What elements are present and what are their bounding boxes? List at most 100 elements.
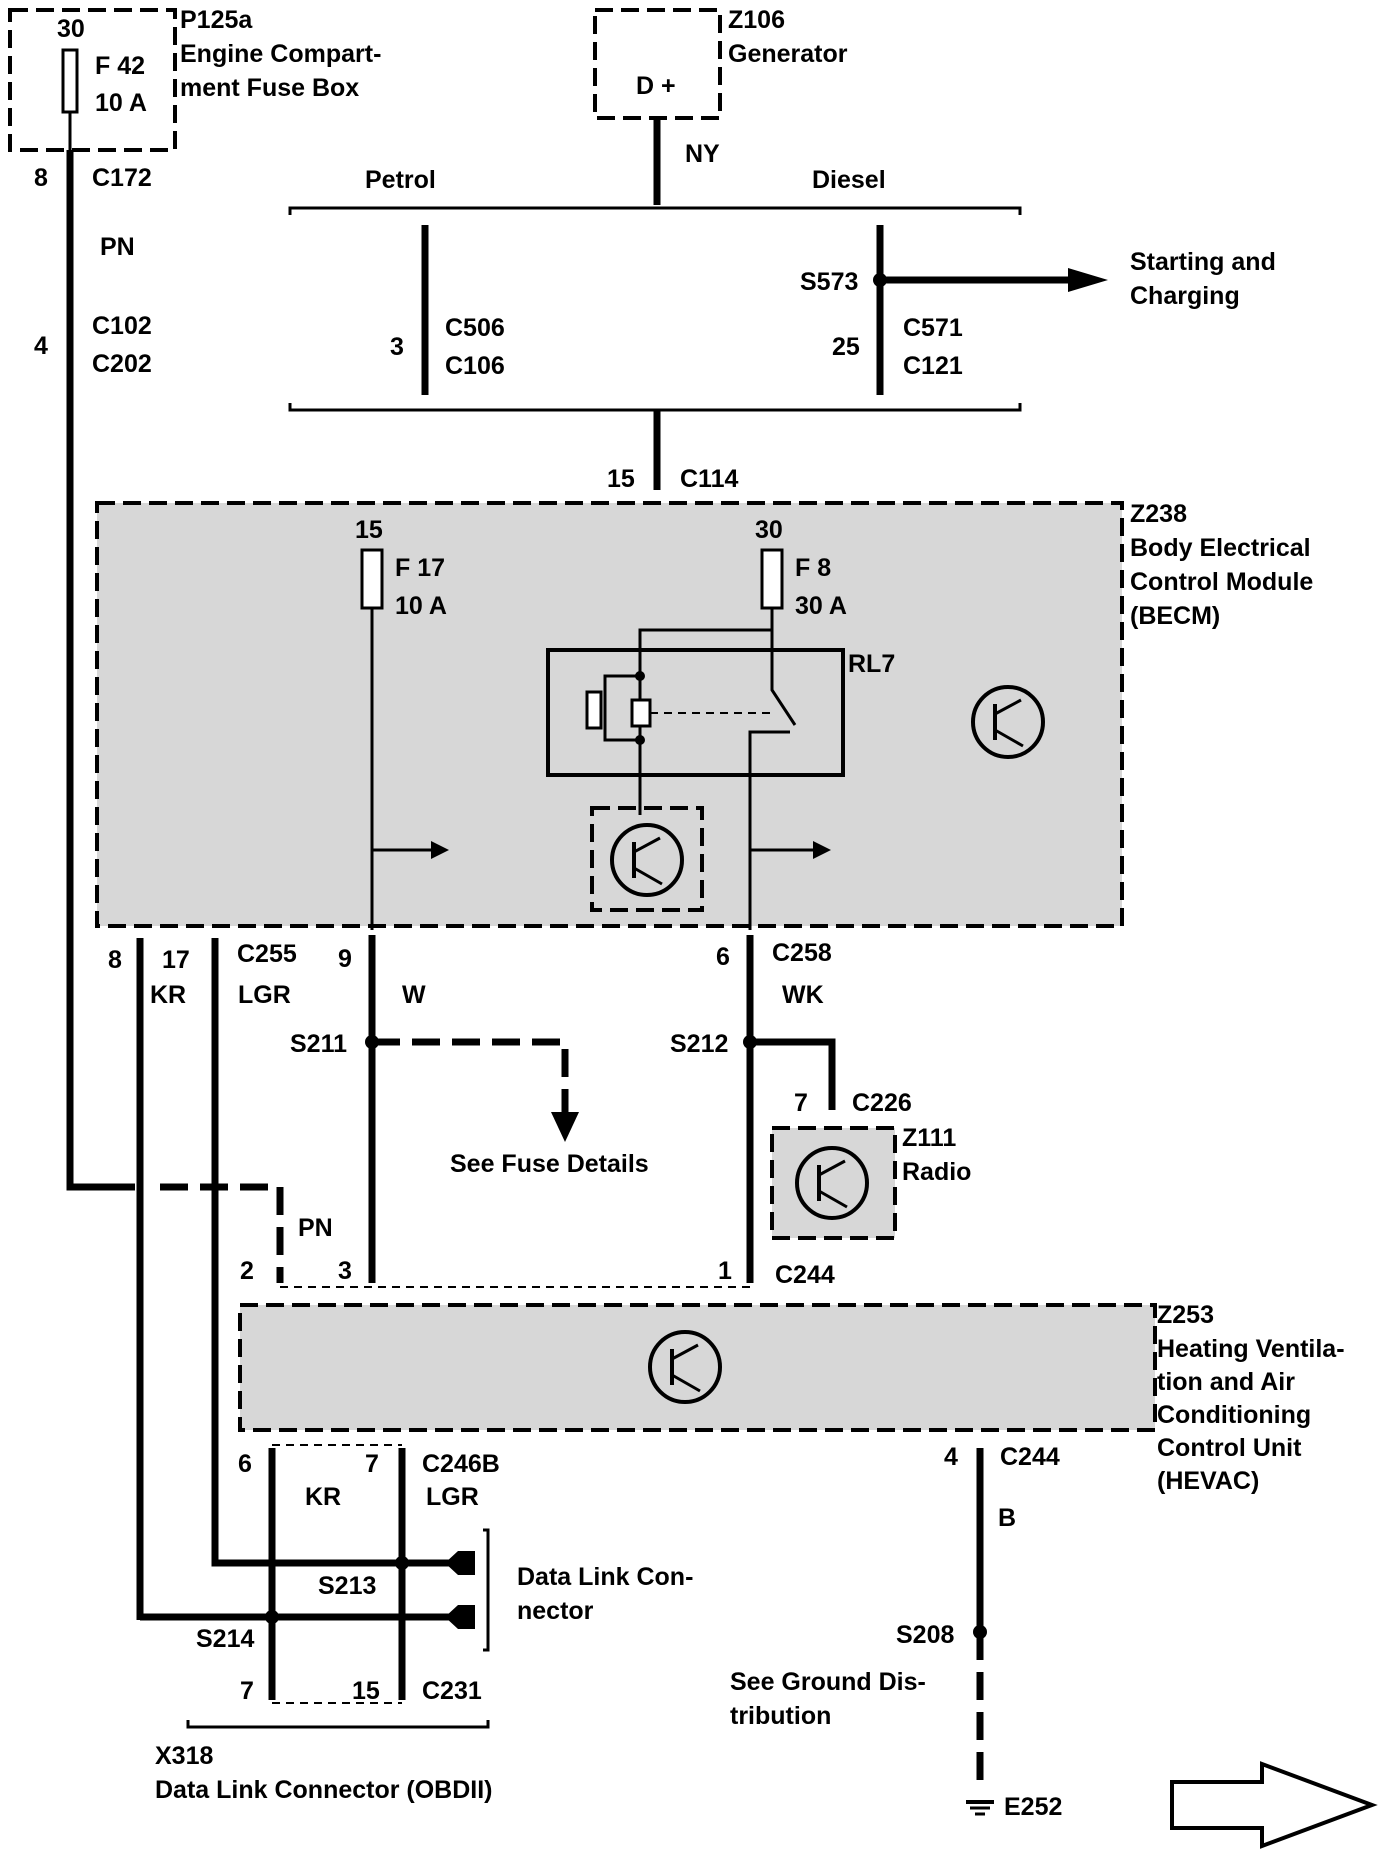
wire-wk-pin: 6 — [716, 943, 730, 971]
c571-label: C571 — [903, 314, 963, 342]
c244-label-bottom: C244 — [1000, 1443, 1060, 1471]
c244-pin-pn: 2 — [240, 1257, 254, 1285]
wire-kr-label: KR — [150, 981, 186, 1009]
c106-label: C106 — [445, 352, 505, 380]
fuse-box-name-1: Engine Compart- — [180, 40, 381, 68]
c255-pin-kr: 8 — [108, 946, 122, 974]
fuse-f17-pin: 15 — [355, 516, 383, 544]
c226-label: C226 — [852, 1089, 912, 1117]
becm-id: Z238 — [1130, 500, 1187, 528]
c258-label: C258 — [772, 939, 832, 967]
next-page-arrow-icon[interactable] — [1170, 1761, 1378, 1849]
connector-terminal-icon — [445, 1605, 475, 1629]
ground-note-2: tribution — [730, 1702, 831, 1730]
ground-note-1: See Ground Dis- — [730, 1668, 926, 1696]
generator-box — [593, 8, 722, 120]
radio-name: Radio — [902, 1158, 971, 1186]
starting-charging-1: Starting and — [1130, 248, 1276, 276]
c172-label: C172 — [92, 164, 152, 192]
c255-label: C255 — [237, 940, 297, 968]
relay-diode-loop — [603, 674, 640, 742]
variant-bracket-bottom — [288, 403, 1022, 412]
wire-wk-label: WK — [782, 981, 824, 1009]
dlc-bracket — [483, 1528, 490, 1652]
ground-icon — [966, 1800, 994, 1816]
s211-label: S211 — [290, 1030, 347, 1058]
wire-kr-label-2: KR — [305, 1483, 341, 1511]
splice-s213 — [395, 1556, 409, 1570]
relay-contact — [748, 730, 790, 735]
becm-name-2: Control Module — [1130, 568, 1313, 596]
x318-id: X318 — [155, 1742, 213, 1770]
connector-terminal-icon — [445, 1551, 475, 1575]
splice-s214 — [265, 1610, 279, 1624]
see-fuse-details: See Fuse Details — [450, 1150, 649, 1178]
relay-coil-feed — [638, 628, 772, 815]
becm-driver-box — [590, 806, 704, 912]
c202-label: C202 — [92, 350, 152, 378]
wire-pn-label: PN — [100, 233, 135, 261]
c255-pin-lgr: 17 — [162, 946, 190, 974]
wire-to-radio — [750, 1038, 836, 1110]
c114-pin: 15 — [607, 465, 635, 493]
wire-pn-dashed — [160, 1183, 284, 1283]
hevac-name-3: Conditioning — [1157, 1401, 1311, 1429]
wire-to-fuse-details — [372, 1038, 569, 1115]
c121-label: C121 — [903, 352, 963, 380]
fuse-f42-label: F 42 — [95, 52, 145, 80]
x318-name: Data Link Connector (OBDII) — [155, 1776, 493, 1804]
fuse-box-pin: 30 — [57, 15, 85, 43]
relay-resistor — [585, 690, 603, 730]
fuse-f42-rating: 10 A — [95, 89, 147, 117]
fuse-f8 — [760, 548, 784, 610]
fuse-f17 — [360, 548, 384, 610]
s214-label: S214 — [196, 1625, 254, 1653]
fuse-box-name-2: ment Fuse Box — [180, 74, 359, 102]
fuse-f8-rating: 30 A — [795, 592, 847, 620]
s573-label: S573 — [800, 268, 858, 296]
becm-name-3: (BECM) — [1130, 602, 1220, 630]
x318-bracket — [186, 1720, 490, 1729]
wire-b-label: B — [998, 1504, 1016, 1532]
relay-rl7 — [546, 648, 845, 777]
petrol-label: Petrol — [365, 166, 436, 194]
wire-w-label: W — [402, 981, 426, 1009]
transistor-icon — [610, 823, 684, 897]
relay-coil — [630, 698, 652, 728]
becm-name-1: Body Electrical — [1130, 534, 1311, 562]
relay-rl7-label: RL7 — [848, 650, 895, 678]
starting-charging-2: Charging — [1130, 282, 1240, 310]
dlc-label-1: Data Link Con- — [517, 1563, 693, 1591]
arrow-charging — [1068, 268, 1108, 292]
becm-module — [95, 501, 1124, 928]
c246b-pin-kr: 6 — [238, 1450, 252, 1478]
generator-terminal: D + — [636, 72, 676, 100]
wire-lgr-label-2: LGR — [426, 1483, 479, 1511]
s213-label: S213 — [318, 1572, 376, 1600]
fuse-f8-pin: 30 — [755, 516, 783, 544]
hevac-name-2: tion and Air — [1157, 1368, 1295, 1396]
c231-pin-a: 7 — [240, 1677, 254, 1705]
fuse-f17-label: F 17 — [395, 554, 445, 582]
generator-id: Z106 — [728, 6, 785, 34]
relay-switch — [770, 608, 797, 726]
c231-label: C231 — [422, 1677, 482, 1705]
c246b-label: C246B — [422, 1450, 500, 1478]
diesel-pin: 25 — [832, 333, 860, 361]
c244-pin-w: 3 — [338, 1257, 352, 1285]
fuse-f17-rating: 10 A — [395, 592, 447, 620]
transistor-icon — [971, 685, 1045, 759]
e252-label: E252 — [1004, 1793, 1062, 1821]
hevac-id: Z253 — [1157, 1301, 1214, 1329]
c244-label-top: C244 — [775, 1261, 835, 1289]
dlc-label-2: nector — [517, 1597, 594, 1625]
ground-pin: 4 — [944, 1443, 958, 1471]
splice-s208 — [973, 1625, 987, 1639]
radio-pin: 7 — [794, 1089, 808, 1117]
wire-ny-label: NY — [685, 140, 720, 168]
radio-id: Z111 — [902, 1124, 956, 1152]
diesel-label: Diesel — [812, 166, 886, 194]
c102-pin: 4 — [34, 332, 48, 360]
generator-name: Generator — [728, 40, 848, 68]
c231-pin-b: 15 — [352, 1677, 380, 1705]
